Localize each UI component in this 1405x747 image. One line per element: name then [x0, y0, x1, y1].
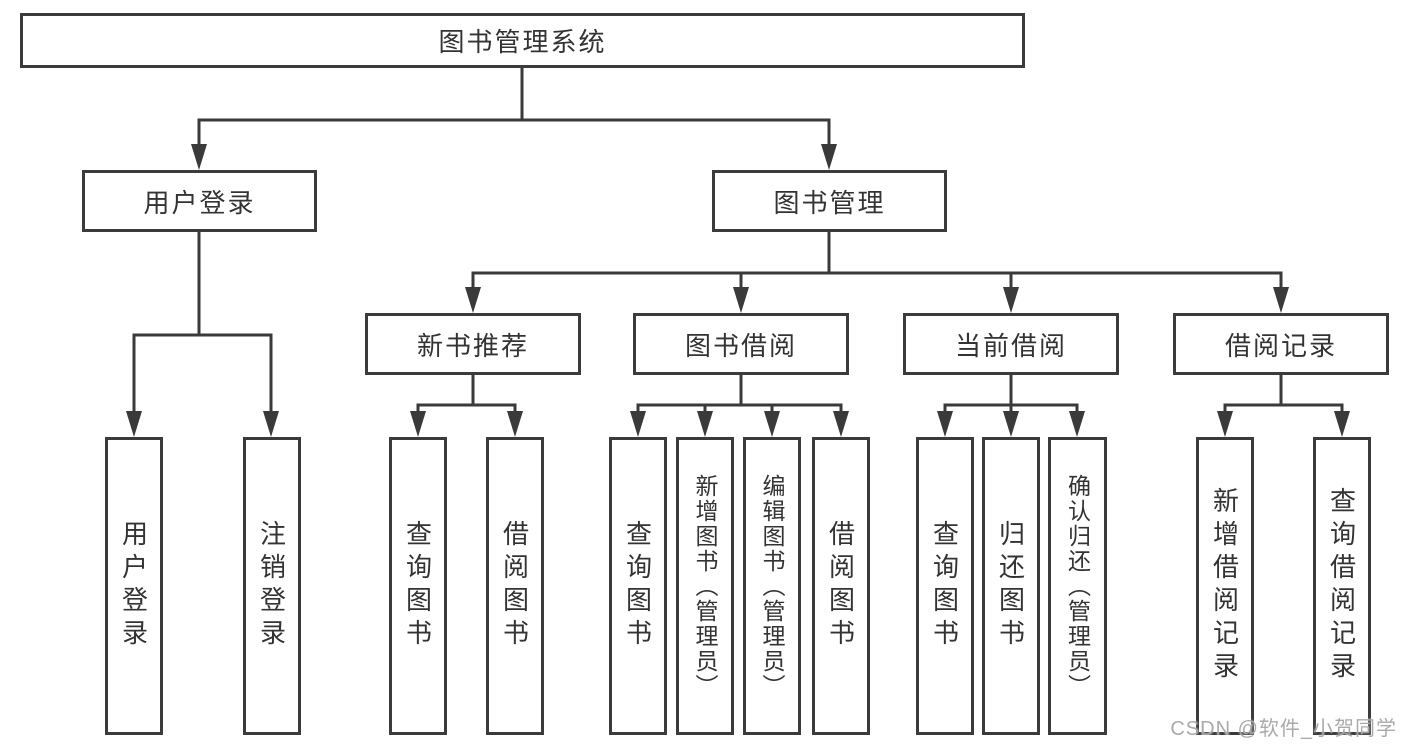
- node-current-borrow: 当前借阅: [903, 313, 1119, 375]
- node-user-login-label: 用户登录: [143, 187, 256, 218]
- leaf-query-books-recommend: 查询图书: [389, 437, 447, 735]
- leaf-borrow-books-recommend-label: 借阅图书: [499, 520, 530, 652]
- leaf-borrow-books-recommend: 借阅图书: [486, 437, 544, 735]
- leaf-user-login-label: 用户登录: [118, 520, 149, 652]
- leaf-return-book-label: 归还图书: [995, 520, 1026, 652]
- node-user-login: 用户登录: [82, 170, 317, 232]
- node-root: 图书管理系统: [20, 13, 1025, 68]
- leaf-logout-label: 注销登录: [256, 520, 287, 652]
- leaf-query-borrow-record: 查询借阅记录: [1313, 437, 1371, 735]
- leaf-borrow-books: 借阅图书: [812, 437, 870, 735]
- leaf-edit-book-admin-label: 编辑图书（管理员）: [759, 473, 785, 699]
- leaf-add-borrow-record: 新增借阅记录: [1196, 437, 1254, 735]
- leaf-query-books-current-label: 查询图书: [929, 520, 960, 652]
- node-book-management: 图书管理: [712, 170, 947, 232]
- leaf-query-books-borrow-label: 查询图书: [622, 520, 653, 652]
- arrowheads: [126, 144, 1350, 437]
- leaf-logout: 注销登录: [243, 437, 301, 735]
- node-new-book-recommend: 新书推荐: [365, 313, 581, 375]
- leaf-confirm-return-admin: 确认归还（管理员）: [1048, 437, 1107, 735]
- node-borrow-records: 借阅记录: [1173, 313, 1389, 375]
- leaf-query-borrow-record-label: 查询借阅记录: [1326, 487, 1357, 685]
- node-new-book-recommend-label: 新书推荐: [416, 330, 529, 361]
- leaf-query-books-current: 查询图书: [916, 437, 974, 735]
- csdn-watermark: CSDN @软件_小贺同学: [1170, 718, 1397, 740]
- node-current-borrow-label: 当前借阅: [954, 330, 1067, 361]
- leaf-query-books-recommend-label: 查询图书: [402, 520, 433, 652]
- node-book-borrow-label: 图书借阅: [684, 330, 797, 361]
- leaf-query-books-borrow: 查询图书: [609, 437, 667, 735]
- leaf-add-borrow-record-label: 新增借阅记录: [1209, 487, 1240, 685]
- node-root-label: 图书管理系统: [438, 27, 607, 57]
- node-borrow-records-label: 借阅记录: [1224, 330, 1337, 361]
- leaf-user-login: 用户登录: [105, 437, 163, 735]
- leaf-confirm-return-admin-label: 确认归还（管理员）: [1064, 473, 1091, 699]
- node-book-management-label: 图书管理: [773, 187, 886, 218]
- leaf-edit-book-admin: 编辑图书（管理员）: [743, 437, 801, 735]
- leaf-add-book-admin-label: 新增图书（管理员）: [692, 473, 718, 699]
- leaf-return-book: 归还图书: [982, 437, 1040, 735]
- node-book-borrow: 图书借阅: [633, 313, 849, 375]
- leaf-borrow-books-label: 借阅图书: [825, 520, 856, 652]
- leaf-add-book-admin: 新增图书（管理员）: [676, 437, 734, 735]
